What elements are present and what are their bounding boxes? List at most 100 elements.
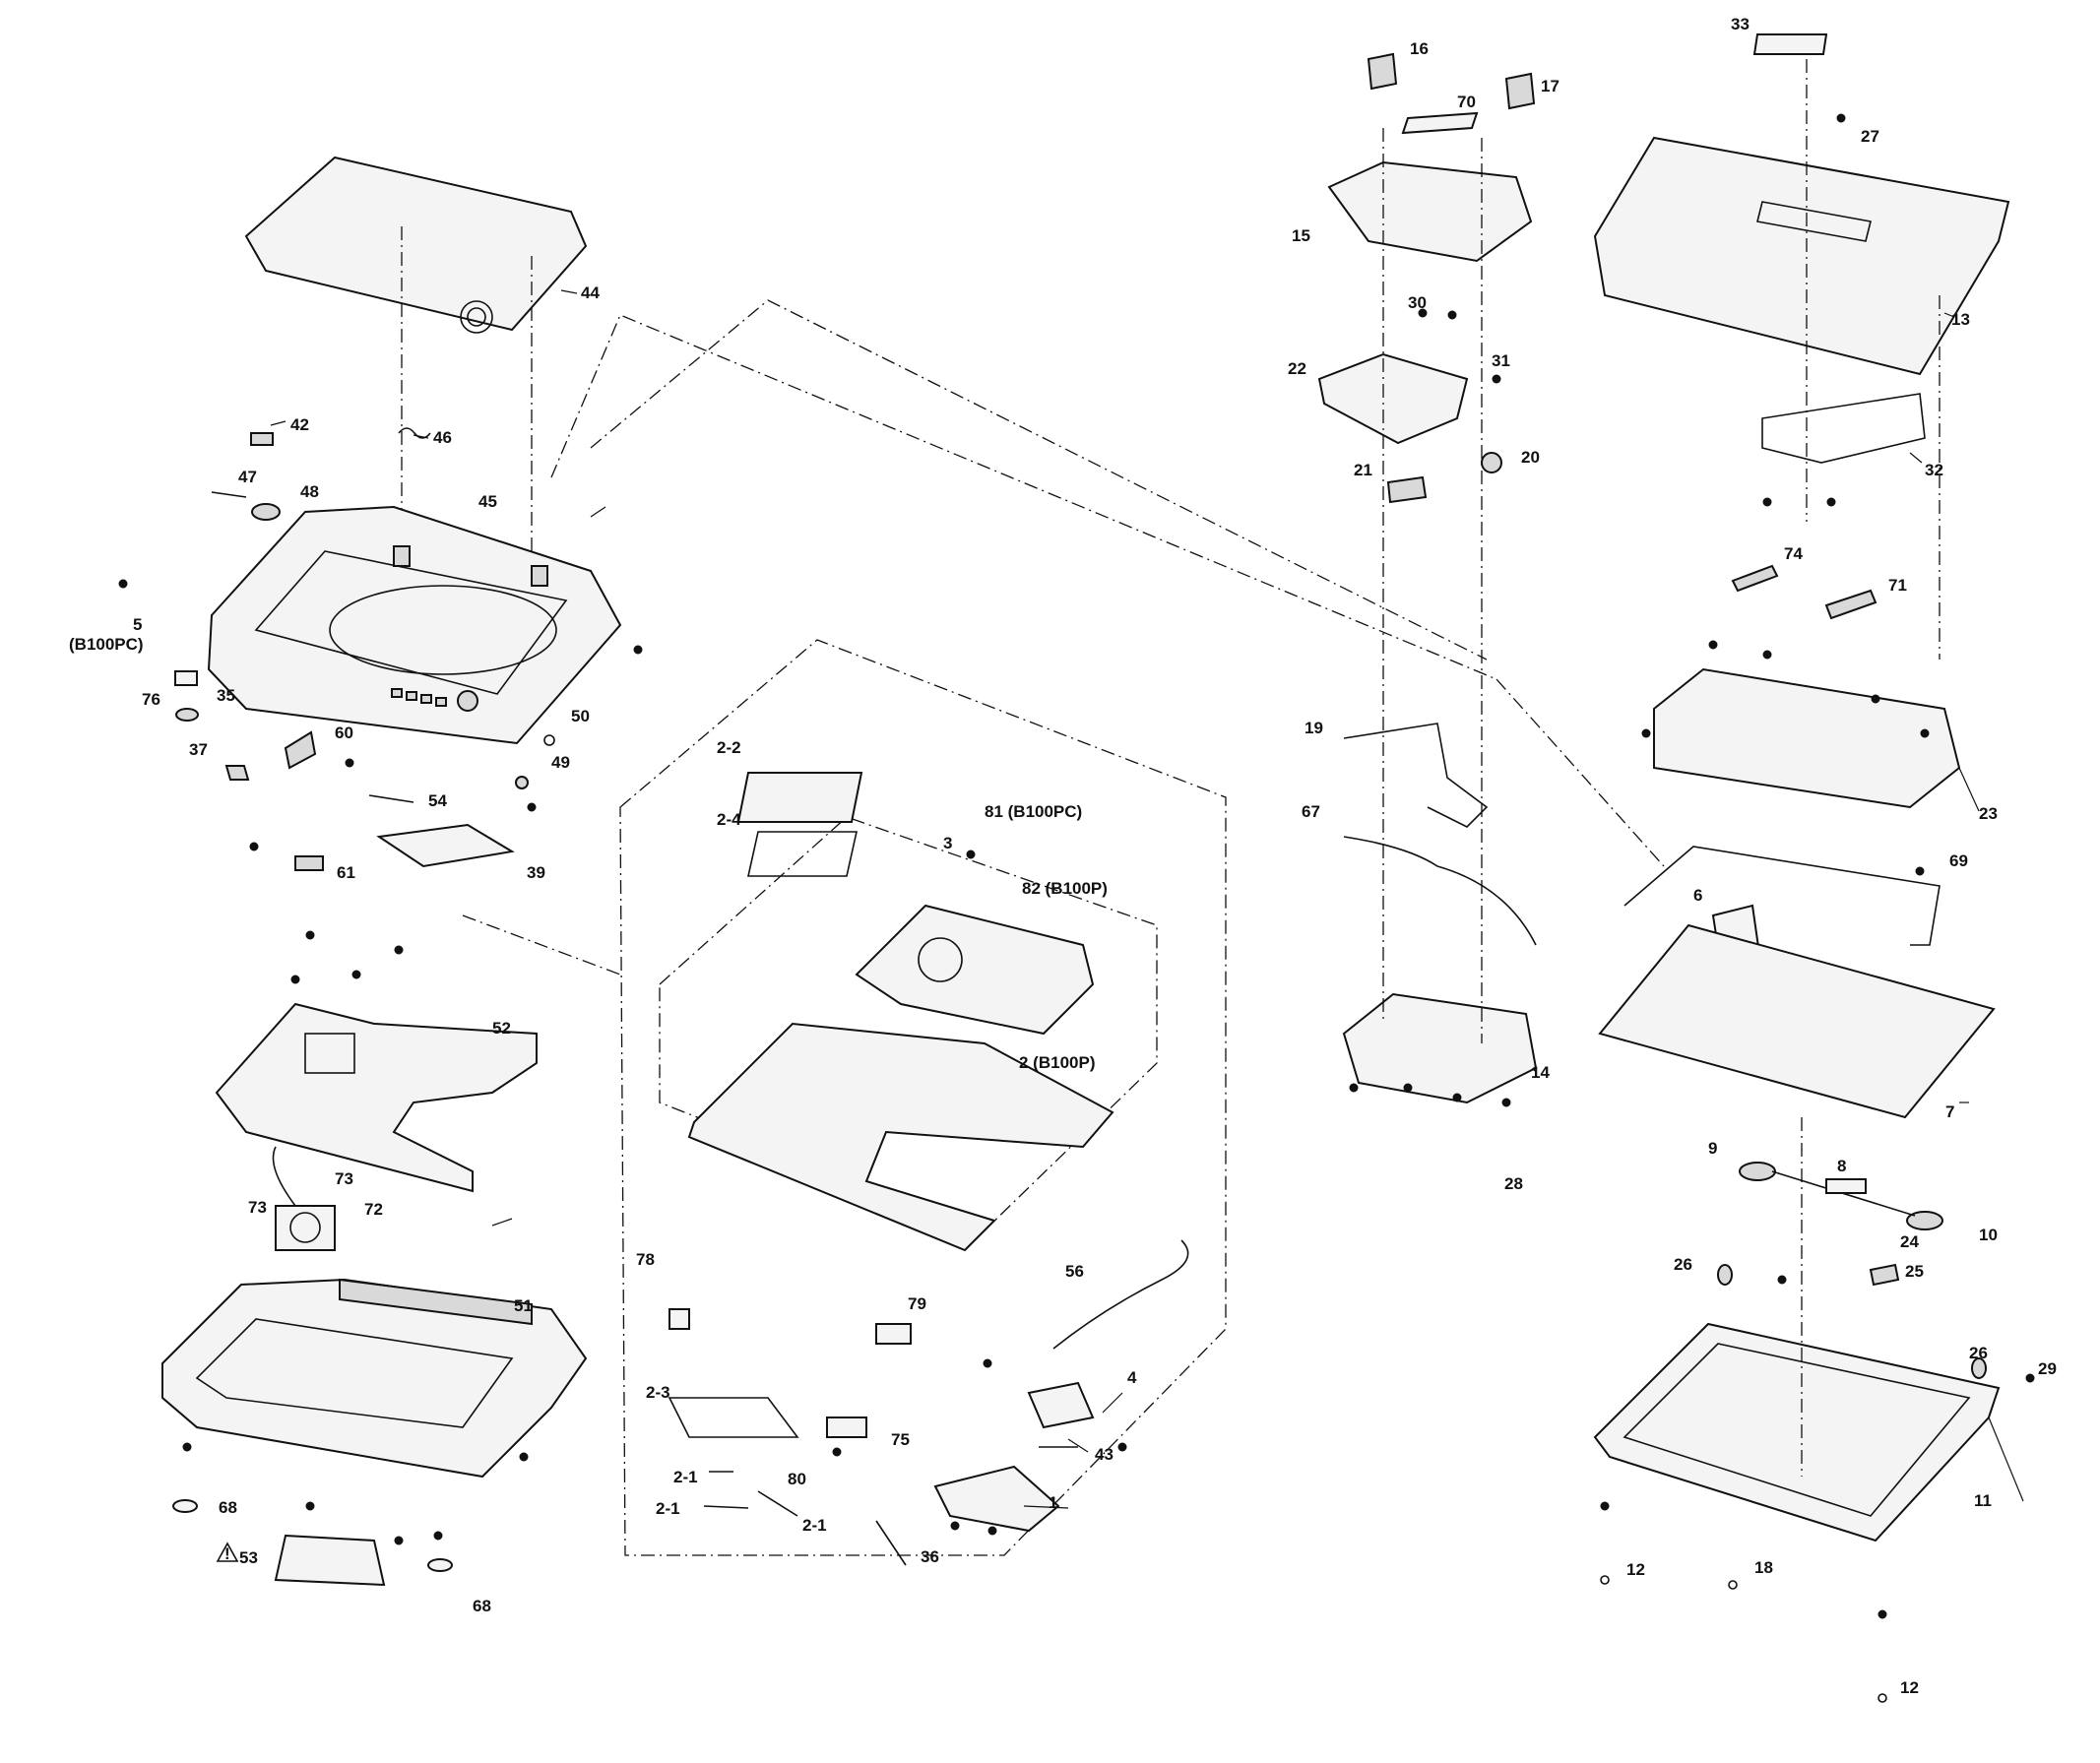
- battery-rail: [339, 1278, 533, 1326]
- part-78: [668, 1308, 690, 1330]
- guide-line-top: [590, 299, 1488, 661]
- label-18: 18: [1754, 1558, 1773, 1577]
- label-68b: 68: [473, 1597, 491, 1615]
- part-79: [875, 1323, 912, 1345]
- label-79: 79: [908, 1294, 926, 1313]
- pin-47: [211, 491, 247, 498]
- label-6: 6: [1693, 886, 1702, 905]
- lcd-front-bezel-11: [1593, 1322, 2001, 1543]
- warning-mark: !: [224, 1544, 230, 1563]
- label-48: 48: [300, 482, 319, 501]
- foot-18: [1728, 1580, 1738, 1590]
- lid-button-inner: [467, 307, 486, 327]
- label-80: 80: [788, 1470, 806, 1488]
- lcd-frame-23: [1653, 667, 1961, 809]
- label-13: 13: [1951, 310, 1970, 329]
- board-8: [1825, 1178, 1867, 1194]
- bar-54: [368, 794, 414, 803]
- gear-48: [251, 503, 281, 521]
- label-52: 52: [492, 1019, 511, 1038]
- upper-cabinet-45: [207, 505, 622, 745]
- label-42: 42: [290, 415, 309, 434]
- ring-50: [543, 734, 555, 746]
- foot-12-left: [1600, 1575, 1610, 1585]
- label-35: 35: [217, 686, 235, 705]
- optical-assembly-outline: [619, 639, 1227, 1556]
- label-5-variant: (B100PC): [69, 635, 144, 654]
- label-2-1b: 2-1: [656, 1499, 680, 1518]
- hinge-cap-33: [1752, 33, 1828, 55]
- label-68a: 68: [219, 1498, 237, 1517]
- label-16: 16: [1410, 39, 1429, 58]
- hinge-21: [1386, 475, 1428, 504]
- label-11: 11: [1974, 1491, 1992, 1510]
- foot-68-right: [427, 1558, 453, 1572]
- part-42: [250, 432, 274, 446]
- label-23: 23: [1979, 804, 1998, 823]
- label-28: 28: [1504, 1174, 1523, 1193]
- label-26a: 26: [1674, 1255, 1692, 1274]
- spring-46: [398, 427, 431, 439]
- speaker-9: [1739, 1162, 1776, 1181]
- bottom-cabinet-inner: [195, 1318, 514, 1428]
- leader-lines: [270, 289, 2024, 1509]
- frame-14: [1342, 992, 1538, 1104]
- pickup-82: [855, 904, 1095, 1036]
- lcd-back-cover-13: [1593, 136, 2010, 376]
- label-20: 20: [1521, 448, 1540, 467]
- label-2-2: 2-2: [717, 738, 741, 757]
- sheet-32: [1761, 393, 1926, 464]
- label-70: 70: [1457, 93, 1476, 111]
- screws: [118, 113, 2035, 1619]
- cable-67: [1343, 836, 1537, 946]
- fan-cable-73: [272, 1146, 296, 1207]
- label-45: 45: [478, 492, 497, 511]
- label-32: 32: [1925, 461, 1943, 479]
- label-3: 3: [943, 834, 952, 852]
- label-31: 31: [1492, 351, 1510, 370]
- guide-line-mid: [550, 314, 1497, 680]
- label-69: 69: [1949, 851, 1968, 870]
- cushion-26-left: [1717, 1264, 1733, 1286]
- bar-2-1b: [703, 1505, 749, 1509]
- sheet-2-3: [668, 1397, 799, 1438]
- shield-cutout: [304, 1033, 355, 1074]
- sheet-69: [1623, 846, 1941, 946]
- label-27: 27: [1861, 127, 1879, 146]
- label-15: 15: [1292, 226, 1310, 245]
- guide-line-right: [1495, 678, 1665, 867]
- bracket-71: [1824, 589, 1877, 620]
- label-82: 82 (B100P): [1022, 879, 1108, 898]
- bracket-61: [294, 855, 324, 871]
- spindle: [918, 937, 963, 982]
- label-9: 9: [1708, 1139, 1717, 1158]
- label-12a: 12: [1626, 1560, 1645, 1579]
- label-37: 37: [189, 740, 208, 759]
- label-73a: 73: [248, 1198, 267, 1217]
- label-39: 39: [527, 863, 545, 882]
- label-29: 29: [2038, 1359, 2057, 1378]
- label-53: [274, 1534, 386, 1587]
- label-71: 71: [1888, 576, 1907, 595]
- screw-3: [966, 850, 976, 859]
- label-4: 4: [1127, 1368, 1137, 1387]
- label-8: 8: [1837, 1157, 1846, 1175]
- warning-triangle-icon: [216, 1542, 239, 1562]
- guide-line-left: [462, 914, 621, 976]
- bracket-74: [1731, 564, 1779, 593]
- hinge-base-15: [1327, 160, 1533, 263]
- part-25: [1869, 1263, 1900, 1287]
- bar-70: [1401, 111, 1479, 135]
- hinge-cover-16: [1367, 52, 1398, 91]
- lcd-panel-7: [1598, 923, 1996, 1119]
- label-19: 19: [1305, 719, 1323, 737]
- flex-19: [1343, 723, 1489, 828]
- label-21: 21: [1354, 461, 1372, 479]
- hinge-slot-right: [531, 565, 548, 587]
- label-24: 24: [1900, 1232, 1919, 1251]
- cushion-26-right: [1971, 1357, 1987, 1379]
- label-25: 25: [1905, 1262, 1924, 1281]
- label-5: 5: [133, 615, 142, 634]
- label-50: 50: [571, 707, 590, 725]
